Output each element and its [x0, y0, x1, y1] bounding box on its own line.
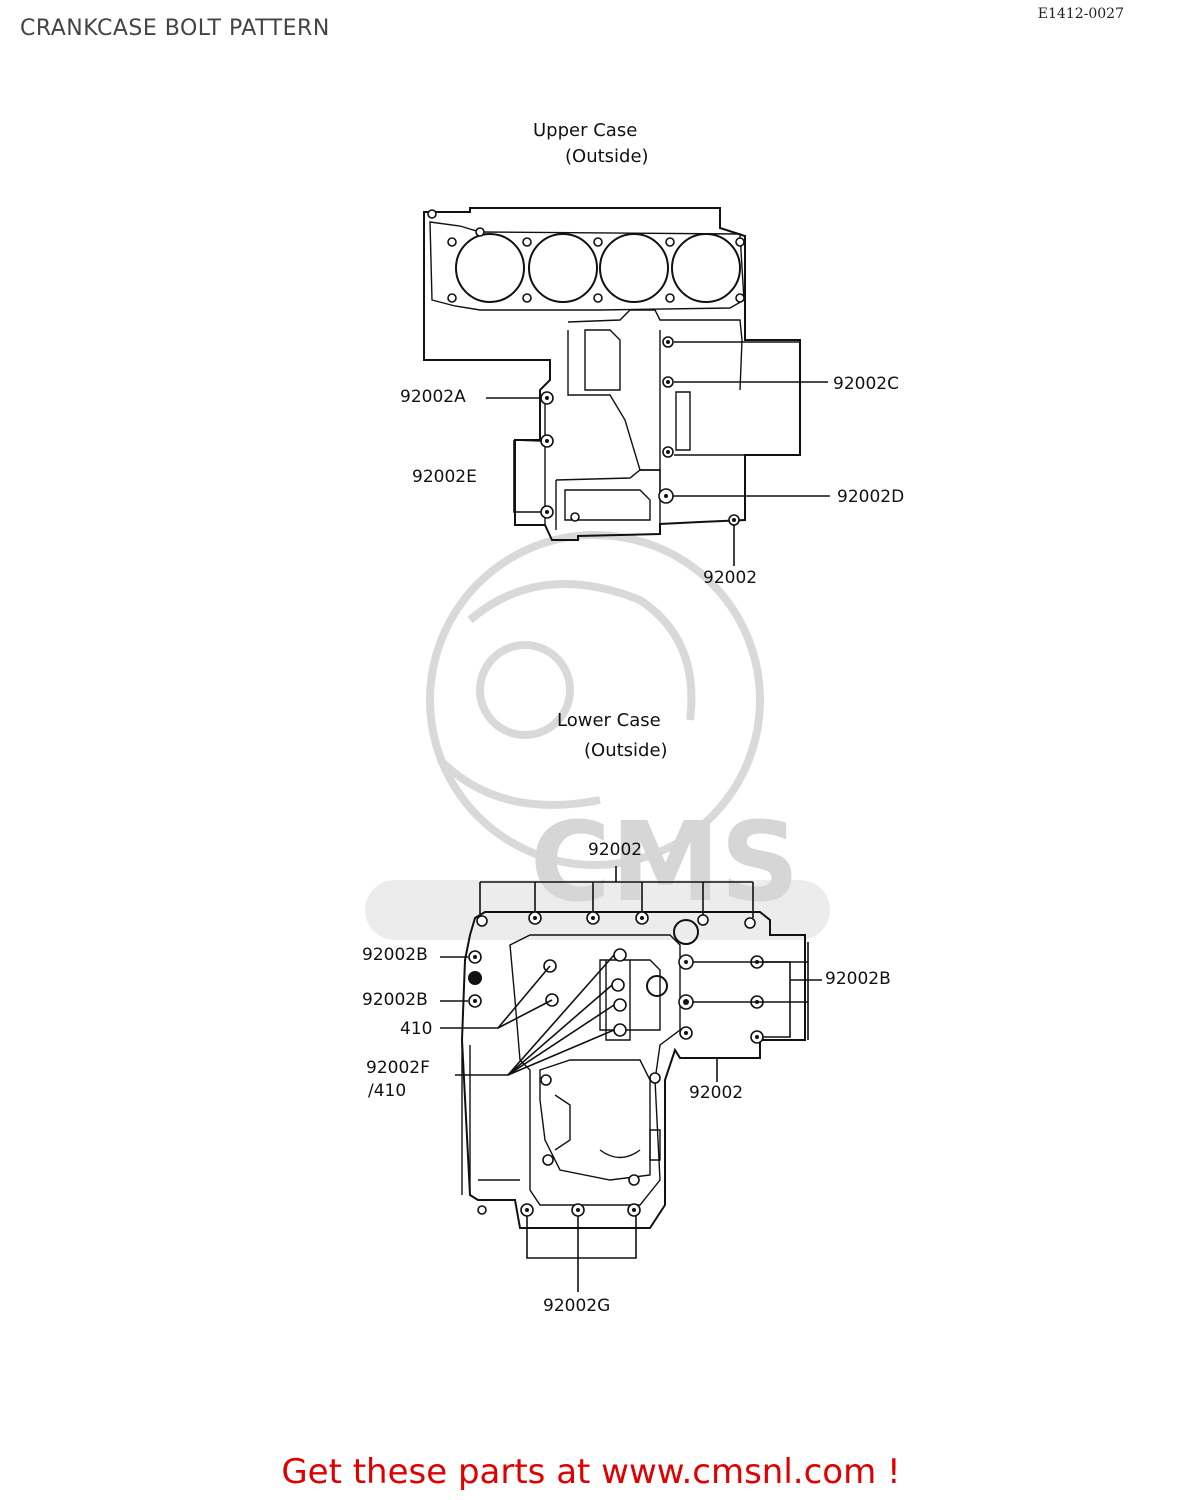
upper-case-subcaption: (Outside) — [565, 146, 649, 167]
lower-label-92002-right: 92002 — [689, 1083, 744, 1103]
lower-label-410: 410 — [400, 1019, 433, 1039]
lower-case-subcaption: (Outside) — [584, 740, 668, 761]
lower-label-92002f: 92002F — [366, 1058, 430, 1078]
lower-label-92002-top: 92002 — [588, 840, 643, 860]
upper-case-caption: Upper Case — [533, 120, 638, 141]
lower-label-92002g: 92002G — [543, 1296, 611, 1316]
lower-label-92002b-left-1: 92002B — [362, 945, 428, 965]
upper-label-92002c: 92002C — [833, 374, 899, 394]
upper-case-drawing — [423, 207, 830, 566]
watermark-text: CMS — [530, 798, 799, 926]
lower-case-drawing — [440, 866, 822, 1292]
upper-label-92002e: 92002E — [412, 467, 477, 487]
lower-label-92002b-left-2: 92002B — [362, 990, 428, 1010]
cms-watermark: CMS — [365, 531, 830, 940]
lower-label-92002f-410: /410 — [368, 1081, 407, 1101]
lower-case-caption: Lower Case — [557, 710, 661, 731]
upper-label-92002d: 92002D — [837, 487, 905, 507]
footer-link-text[interactable]: Get these parts at www.cmsnl.com ! — [281, 1452, 901, 1492]
upper-label-92002a: 92002A — [400, 387, 466, 407]
upper-label-92002: 92002 — [703, 568, 758, 588]
diagram-code: E1412-0027 — [1037, 6, 1124, 22]
lower-label-92002b-right: 92002B — [825, 969, 891, 989]
page-title: CRANKCASE BOLT PATTERN — [20, 16, 330, 41]
